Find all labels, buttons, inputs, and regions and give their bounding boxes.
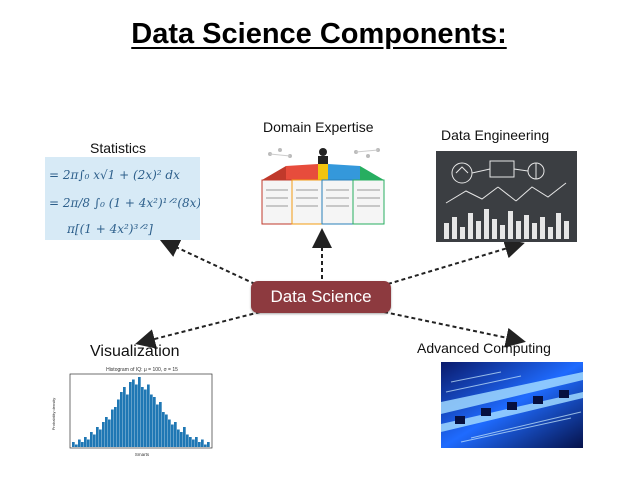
histogram-bar [195,437,198,447]
histogram-bar [147,384,150,447]
histogram-bar [87,439,90,447]
histogram-xlabel: Smarts [135,452,150,457]
statistics-label: Statistics [90,140,147,156]
math-line: = 2π∫₀ x√1 + (2x)² dx [49,168,180,182]
histogram-bar [111,409,114,447]
histogram-bar [180,432,183,447]
histogram-bar [201,439,204,447]
data-engineering-label: Data Engineering [441,127,550,143]
histogram-bar [159,402,162,447]
histogram-bar [102,422,105,447]
histogram-bar [75,444,78,447]
histogram-bar [123,387,126,447]
math-line: π[(1 + 4x²)³ᐟ²] [66,222,153,236]
histogram-bar [81,442,84,447]
histogram-bar [120,392,123,447]
histogram-bar [186,434,189,447]
arrow-to-computing [383,311,526,348]
histogram-bar [177,429,180,447]
histogram-bar [165,414,168,447]
data-engineering-image [436,151,577,242]
page-title: Data Science Components: [131,18,507,50]
histogram-bar [141,387,144,447]
visualization-label: Visualization [90,343,180,360]
data-science-node: Data Science [251,281,391,313]
statistics-image: = 2π∫₀ x√1 + (2x)² dx = 2π/8 ∫₀ (1 + 4x²… [45,157,200,240]
advanced-computing-label: Advanced Computing [417,340,551,356]
histogram-bar [168,419,171,447]
histogram-ylabel: Probability density [51,398,56,430]
histogram-bar [129,382,132,447]
histogram-bar [84,437,87,447]
histogram-bar [114,407,117,447]
histogram-bar [192,439,195,447]
histogram-bar [150,394,153,447]
histogram-bar [126,394,129,447]
arrow-to-visualization [135,311,261,349]
histogram-bar [162,412,165,447]
histogram-bar [132,379,135,447]
histogram-bar [135,384,138,447]
histogram-bar [90,432,93,447]
histogram-bar [204,444,207,447]
histogram-bar [153,397,156,447]
histogram-bar [99,429,102,447]
histogram-bar [138,377,141,447]
histogram-bar [207,442,210,447]
domain-expertise-image [256,140,390,226]
histogram-bar [78,439,81,447]
arrow-to-engineering [387,239,525,285]
advanced-computing-image [441,362,583,448]
domain-expertise-label: Domain Expertise [263,119,374,135]
histogram-title: Histogram of IQ: μ = 100, σ = 15 [106,367,178,373]
histogram-bar [117,399,120,447]
histogram-bar [108,419,111,447]
arrow-to-statistics [159,238,256,285]
histogram-bar [144,389,147,447]
histogram-bar [171,424,174,447]
histogram-bar [174,422,177,447]
histogram-bar [198,442,201,447]
histogram-bar [156,404,159,447]
visualization-image: Histogram of IQ: μ = 100, σ = 15 Probabi… [50,364,215,457]
histogram-bar [105,417,108,447]
histogram-bar [189,437,192,447]
histogram-bar [183,427,186,447]
histogram-bar [72,442,75,447]
histogram-bar [93,434,96,447]
histogram-bar [96,427,99,447]
math-line: = 2π/8 ∫₀ (1 + 4x²)¹ᐟ²(8x) [49,196,200,210]
